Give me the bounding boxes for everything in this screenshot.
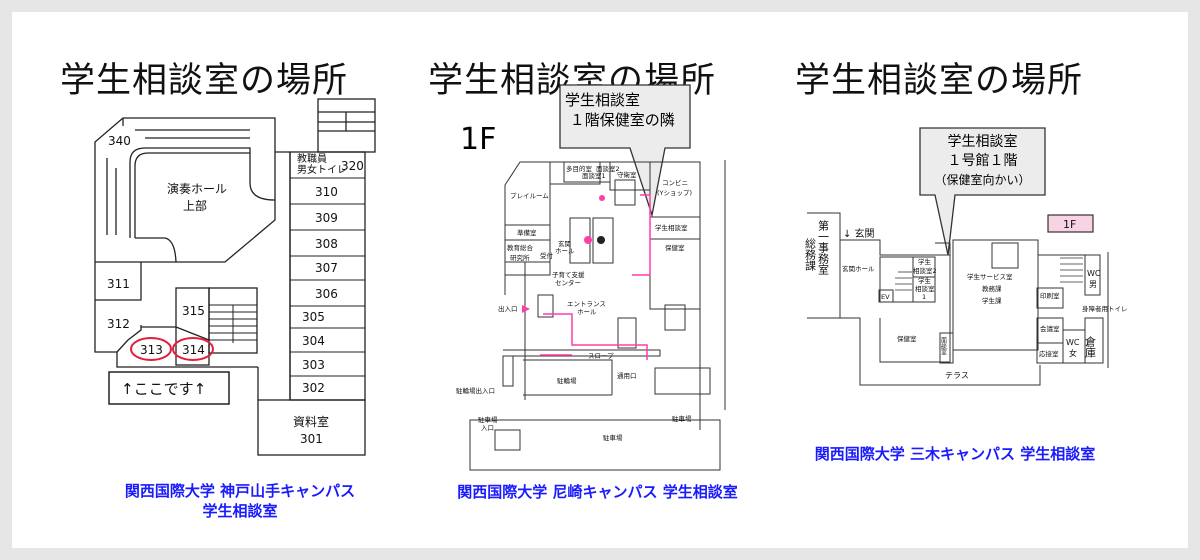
- room-320: 320: [341, 159, 364, 173]
- floor-label-miki: 1F: [1063, 218, 1076, 231]
- callout-miki-line1: 学生相談室: [947, 134, 1018, 150]
- room-meet1: 面談室1: [582, 171, 606, 180]
- caption-amagasaki: 関西国際大学 尼崎キャンパス 学生相談室: [457, 483, 738, 501]
- room-talk: 面談室: [940, 337, 947, 355]
- room-health: 保健室: [665, 243, 685, 252]
- room-conv-2: (Yショップ): [657, 189, 692, 197]
- room-reception: 応接室: [1039, 349, 1059, 358]
- panel-title-kobe: 学生相談室の場所: [60, 61, 349, 101]
- room-svc-1: 学生サービス室: [967, 272, 1013, 281]
- room-sc1-c: 1: [922, 293, 926, 301]
- room-res-1: 教育総合: [507, 243, 534, 252]
- caption-miki: 関西国際大学 三木キャンパス 学生相談室: [814, 445, 1096, 463]
- room-multi: 多目的室: [566, 164, 593, 173]
- room-309: 309: [315, 211, 338, 225]
- caption-kobe-line2: 学生相談室: [202, 502, 278, 520]
- room-print: 印刷室: [1040, 291, 1060, 300]
- room-306: 306: [315, 287, 338, 301]
- room-311: 311: [107, 277, 130, 291]
- room-park-in-2: 入口: [481, 424, 494, 432]
- room-wc-m-1: WC: [1087, 269, 1101, 278]
- room-bike-exit: 駐輪場出入口: [456, 386, 495, 395]
- panel-title-miki: 学生相談室の場所: [795, 61, 1084, 101]
- room-park-in-1: 駐車場: [478, 415, 498, 424]
- callout-amagasaki: 学生相談室 １階保健室の隣: [565, 90, 675, 130]
- room-entrance: ↓ 玄関: [843, 227, 875, 240]
- room-301: 301: [300, 432, 323, 446]
- room-kids-1: 子育て支援: [552, 270, 585, 279]
- room-wc-1: 教職員: [297, 152, 327, 165]
- room-storage: 倉庫: [1084, 335, 1097, 359]
- room-svc-3: 学生課: [982, 296, 1002, 305]
- room-wc-f-1: WC: [1066, 338, 1080, 347]
- room-315: 315: [182, 304, 205, 318]
- room-310: 310: [315, 185, 338, 199]
- room-meet2: 面談室2: [596, 164, 620, 173]
- room-park-2: 駐車場: [672, 414, 692, 423]
- room-304: 304: [302, 334, 325, 348]
- callout-amagasaki-line1: 学生相談室: [565, 91, 641, 109]
- room-wc-f-2: 女: [1069, 348, 1077, 358]
- room-terrace: テラス: [945, 371, 969, 380]
- room-library: 資料室: [293, 414, 329, 429]
- room-entrance-hall: 玄関ホール: [842, 264, 875, 273]
- room-office-2: 総務課: [804, 237, 817, 271]
- caption-kobe: 関西国際大学 神戸山手キャンパス 学生相談室: [95, 481, 385, 521]
- room-bike: 駐輪場: [557, 376, 577, 385]
- here-label: ↑ここです↑: [121, 380, 206, 398]
- room-wc-m-2: 男: [1089, 280, 1097, 289]
- room-guard: 守衛室: [617, 170, 637, 179]
- room-303: 303: [302, 358, 325, 372]
- room-sc1-b: 相談室: [915, 284, 935, 293]
- room-ev: EV: [881, 293, 890, 301]
- room-305: 305: [302, 310, 325, 324]
- room-svc-2: 教務課: [982, 284, 1002, 293]
- room-hall-1: 演奏ホール: [167, 181, 227, 196]
- room-reception: 受付: [540, 251, 554, 260]
- room-307: 307: [315, 261, 338, 275]
- room-sc2-b: 相談室2: [913, 266, 937, 275]
- room-prep: 準備室: [517, 228, 537, 237]
- caption-kobe-line1: 関西国際大学 神戸山手キャンパス: [124, 482, 356, 500]
- room-302: 302: [302, 381, 325, 395]
- room-counsel: 学生相談室: [655, 223, 688, 232]
- room-exit: 出入口: [498, 304, 518, 313]
- room-gate: 通用口: [617, 371, 637, 380]
- room-ent-1: エントランス: [567, 300, 606, 308]
- room-accessible: 身障者用トイレ: [1082, 304, 1128, 313]
- room-health: 保健室: [897, 334, 917, 343]
- room-slope: スロープ: [588, 352, 614, 360]
- room-340: 340: [108, 134, 131, 148]
- callout-miki: 学生相談室 １号館１階 （保健室向かい）: [920, 133, 1045, 190]
- room-kids-2: センター: [555, 278, 581, 287]
- room-sc1-a: 学生: [918, 276, 932, 285]
- callout-miki-line3: （保健室向かい）: [934, 173, 1031, 187]
- room-park: 駐車場: [603, 433, 623, 442]
- room-res-2: 研究所: [510, 253, 530, 262]
- room-312: 312: [107, 317, 130, 331]
- room-meeting: 会議室: [1040, 324, 1060, 333]
- floor-label-amagasaki: 1F: [460, 122, 497, 157]
- room-313: 313: [140, 343, 163, 357]
- room-ent-2: ホール: [577, 308, 597, 316]
- room-314: 314: [182, 343, 205, 357]
- room-entr-2: ホール: [555, 247, 575, 255]
- room-conv-1: コンビニ: [662, 178, 688, 187]
- room-308: 308: [315, 237, 338, 251]
- callout-amagasaki-line2: １階保健室の隣: [565, 111, 675, 129]
- room-hall-2: 上部: [183, 198, 207, 213]
- room-entr-1: 玄関: [558, 239, 571, 248]
- room-wc-2: 男女トイレ: [297, 163, 347, 176]
- room-sc2-a: 学生: [918, 257, 932, 266]
- room-office-1: 第一事務室: [817, 219, 830, 275]
- room-play: プレイルーム: [510, 192, 549, 200]
- callout-miki-line2: １号館１階: [947, 153, 1018, 169]
